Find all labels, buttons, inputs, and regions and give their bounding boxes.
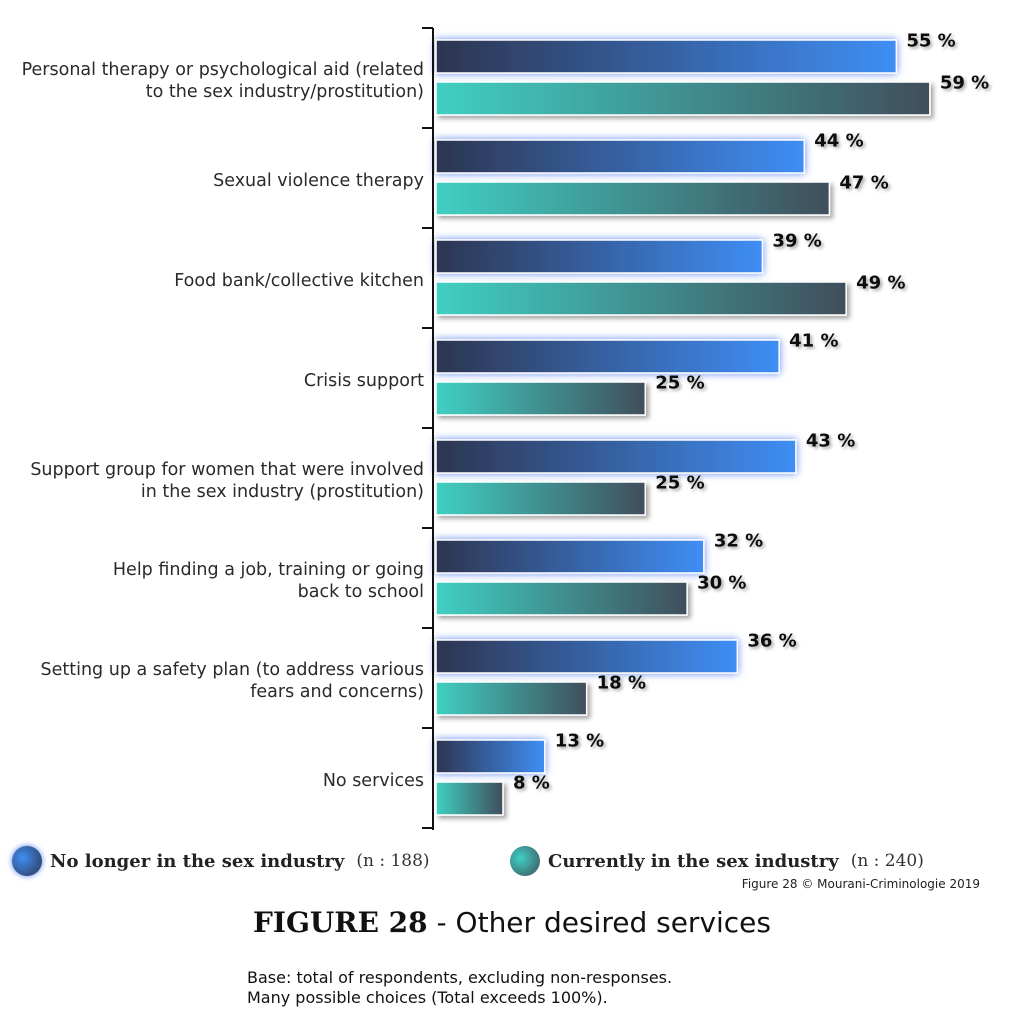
bar-no-longer-1 bbox=[435, 139, 806, 174]
value-label-currently-0: 59 % bbox=[940, 73, 989, 94]
legend-item-currently: Currently in the sex industry (n : 240) bbox=[510, 846, 924, 876]
value-label-currently-3: 25 % bbox=[655, 373, 704, 394]
category-label-0-line-0: Personal therapy or psychological aid (r… bbox=[22, 60, 424, 80]
figure-title-text: Other desired services bbox=[455, 906, 771, 939]
bar-no-longer-5 bbox=[435, 539, 705, 574]
value-label-currently-2: 49 % bbox=[856, 273, 905, 294]
bar-no-longer-7 bbox=[435, 739, 546, 774]
category-label-0-line-1: to the sex industry/prostitution) bbox=[146, 82, 424, 102]
value-label-no-longer-4: 43 % bbox=[806, 431, 855, 452]
value-label-no-longer-5: 32 % bbox=[714, 531, 763, 552]
bar-no-longer-4 bbox=[435, 439, 797, 474]
category-label-5-line-1: back to school bbox=[298, 582, 424, 602]
legend-item-no-longer: No longer in the sex industry (n : 188) bbox=[12, 846, 430, 876]
value-label-no-longer-1: 44 % bbox=[814, 131, 863, 152]
legend-swatch-currently bbox=[510, 846, 540, 876]
figure-separator: - bbox=[427, 906, 456, 939]
legend-label-currently: Currently in the sex industry bbox=[548, 850, 839, 872]
legend-swatch-no-longer bbox=[12, 846, 42, 876]
bar-chart: 55 % 59 % Personal therapy or psychologica… bbox=[22, 27, 989, 830]
bar-currently-1 bbox=[435, 181, 831, 216]
figure-number: FIGURE 28 bbox=[253, 906, 428, 939]
category-label-4-line-0: Support group for women that were involv… bbox=[30, 460, 424, 480]
value-label-no-longer-6: 36 % bbox=[747, 631, 796, 652]
bar-currently-6 bbox=[435, 681, 588, 716]
legend-n-no-longer: (n : 188) bbox=[356, 851, 430, 871]
category-label-6-line-1: fears and concerns) bbox=[250, 682, 424, 702]
value-label-no-longer-7: 13 % bbox=[555, 731, 604, 752]
bar-currently-4 bbox=[435, 481, 646, 516]
copyright-note: Figure 28 © Mourani-Criminologie 2019 bbox=[741, 877, 980, 891]
category-label-7-line-0: No services bbox=[323, 771, 424, 791]
value-label-currently-7: 8 % bbox=[513, 773, 550, 794]
figure-notes: Base: total of respondents, excluding no… bbox=[247, 968, 672, 1008]
category-label-4-line-1: in the sex industry (prostitution) bbox=[141, 482, 424, 502]
bar-no-longer-3 bbox=[435, 339, 780, 374]
category-label-1-line-0: Sexual violence therapy bbox=[213, 171, 424, 191]
note-base: Base: total of respondents, excluding no… bbox=[247, 968, 673, 987]
bar-no-longer-2 bbox=[435, 239, 764, 274]
value-label-no-longer-0: 55 % bbox=[906, 31, 955, 52]
value-label-currently-1: 47 % bbox=[839, 173, 888, 194]
bar-currently-2 bbox=[435, 281, 847, 316]
bar-no-longer-6 bbox=[435, 639, 739, 674]
bar-currently-7 bbox=[435, 781, 504, 816]
bar-no-longer-0 bbox=[435, 39, 898, 74]
value-label-currently-4: 25 % bbox=[655, 473, 704, 494]
note-choices: Many possible choices (Total exceeds 100… bbox=[247, 988, 608, 1007]
bar-currently-0 bbox=[435, 81, 931, 116]
category-label-5-line-0: Help finding a job, training or going bbox=[113, 560, 424, 580]
bar-currently-5 bbox=[435, 581, 688, 616]
value-label-no-longer-2: 39 % bbox=[772, 231, 821, 252]
category-label-2-line-0: Food bank/collective kitchen bbox=[174, 271, 424, 291]
legend-label-no-longer: No longer in the sex industry bbox=[50, 850, 345, 872]
legend: No longer in the sex industry (n : 188) … bbox=[0, 846, 1024, 882]
value-label-currently-5: 30 % bbox=[697, 573, 746, 594]
value-label-currently-6: 18 % bbox=[597, 673, 646, 694]
category-label-6-line-0: Setting up a safety plan (to address var… bbox=[41, 660, 425, 680]
bar-currently-3 bbox=[435, 381, 646, 416]
legend-n-currently: (n : 240) bbox=[850, 851, 924, 871]
category-label-3-line-0: Crisis support bbox=[304, 371, 424, 391]
figure-title: FIGURE 28 - Other desired services bbox=[0, 906, 1024, 939]
value-label-no-longer-3: 41 % bbox=[789, 331, 838, 352]
